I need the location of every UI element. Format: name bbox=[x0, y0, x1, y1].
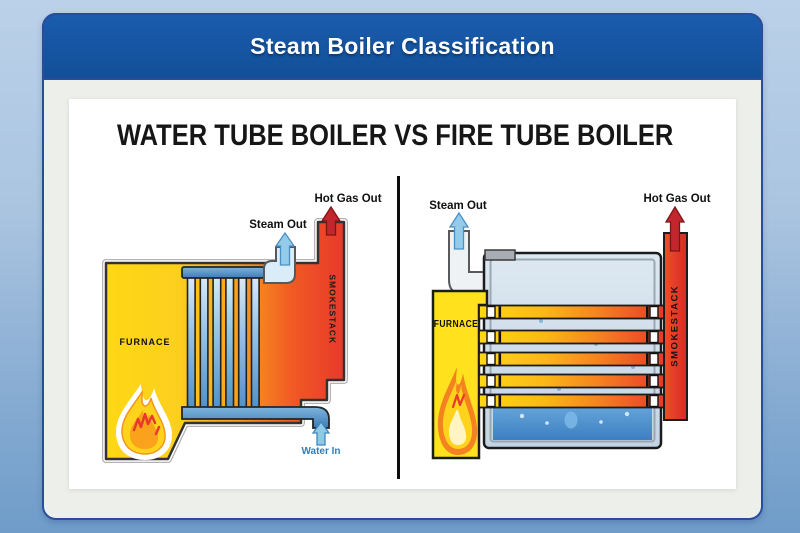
furnace-label: FURNACE bbox=[433, 319, 479, 330]
hot-gas-out-label: Hot Gas Out bbox=[643, 193, 711, 205]
steam-arrow-icon bbox=[448, 211, 470, 250]
hot-gas-arrow-icon bbox=[320, 205, 342, 236]
page-title: Steam Boiler Classification bbox=[250, 33, 555, 59]
steam-out-label: Steam Out bbox=[429, 200, 487, 212]
water-in-label: Water In bbox=[301, 446, 341, 457]
classification-card: Steam Boiler Classification WATER TUBE B… bbox=[42, 13, 763, 520]
steam-pipe bbox=[263, 246, 296, 284]
water-tube-boiler-drawing bbox=[102, 205, 348, 463]
steam-arrow-icon bbox=[274, 231, 296, 266]
furnace-label: FURNACE bbox=[119, 337, 171, 347]
water-tube-boiler-diagram: Steam Out Hot Gas Out FURNACE SMOKESTACK… bbox=[81, 171, 399, 491]
tube-flanges bbox=[486, 305, 659, 408]
top-header-drum bbox=[181, 266, 265, 279]
comparison-title: WATER TUBE BOILER VS FIRE TUBE BOILER bbox=[117, 119, 674, 152]
bottom-header-drum bbox=[181, 406, 330, 429]
card-header: Steam Boiler Classification bbox=[42, 13, 763, 80]
flame-icon bbox=[437, 367, 478, 455]
hot-gas-out-label: Hot Gas Out bbox=[314, 193, 382, 205]
steam-out-label: Steam Out bbox=[249, 219, 307, 231]
smokestack-label: SMOKESTACK bbox=[327, 274, 338, 345]
hot-gas-arrow-icon bbox=[664, 205, 686, 252]
fire-tubes bbox=[478, 304, 665, 409]
comparison-panel: WATER TUBE BOILER VS FIRE TUBE BOILER bbox=[69, 99, 736, 489]
fire-tube-boiler-drawing bbox=[431, 205, 688, 460]
smokestack-label: SMOKESTACK bbox=[669, 284, 681, 367]
diagram-divider bbox=[397, 176, 400, 479]
tube-ticks bbox=[498, 306, 649, 407]
fire-tube-boiler-diagram: Steam Out Hot Gas Out FURNACE SMOKESTACK bbox=[401, 171, 737, 491]
water-in-arrow-icon bbox=[311, 420, 331, 446]
flame-icon bbox=[115, 384, 173, 460]
